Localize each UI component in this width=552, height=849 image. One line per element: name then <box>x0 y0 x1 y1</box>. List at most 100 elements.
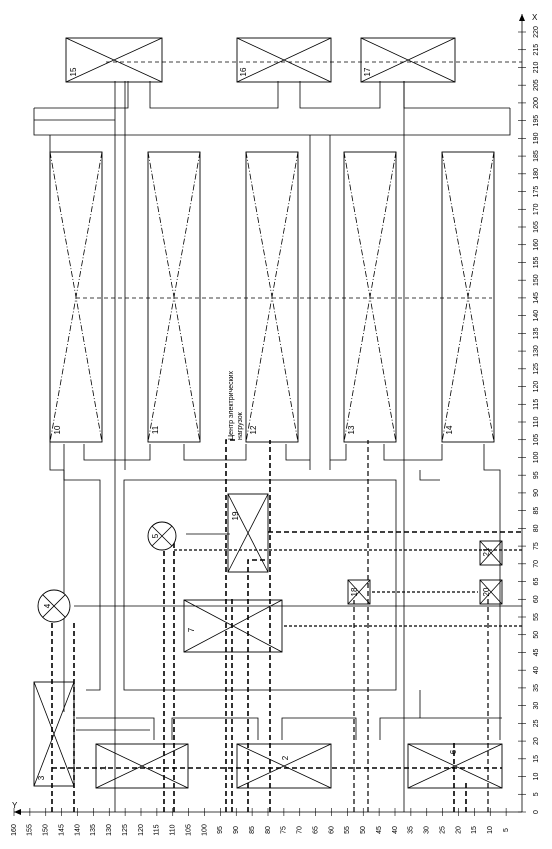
x-tick-label: 70 <box>533 560 540 568</box>
x-tick-label: 200 <box>533 97 540 109</box>
equipment-cross <box>33 681 75 787</box>
equipment-frame <box>479 579 503 605</box>
equipment-14: 14 <box>441 151 495 443</box>
equipment-2: 2 <box>236 743 332 789</box>
load-center-note-line1: Центр электрических <box>228 370 235 440</box>
equipment-5: 5 <box>147 521 177 551</box>
x-tick-label: 80 <box>533 524 540 532</box>
y-tick-label: 105 <box>185 824 192 836</box>
equipment-13: 13 <box>343 151 397 443</box>
equipment-cross <box>227 493 269 573</box>
equipment-frame <box>245 151 299 443</box>
x-tick-label: 120 <box>533 381 540 393</box>
x-tick-label: 175 <box>533 186 540 198</box>
x-tick-label: 195 <box>533 115 540 127</box>
axis-layer: XY05101520253035404550556065707580859095… <box>11 13 540 836</box>
y-tick-label: 35 <box>408 826 415 834</box>
x-tick-label: 105 <box>533 434 540 446</box>
x-tick-label: 35 <box>533 684 540 692</box>
equipment-17: 17 <box>360 37 456 83</box>
y-tick-label: 40 <box>392 826 399 834</box>
equipment-frame <box>33 681 75 787</box>
feeder <box>383 444 443 461</box>
cable-19 <box>247 559 268 812</box>
y-tick-label: 155 <box>27 824 34 836</box>
feeder <box>183 444 247 461</box>
x-tick-label: 145 <box>533 292 540 304</box>
x-axis-name: X <box>532 13 538 22</box>
feeder <box>83 444 151 461</box>
equipment-15: 15 <box>65 37 163 83</box>
x-tick-label: 40 <box>533 666 540 674</box>
y-tick-label: 75 <box>281 826 288 834</box>
y-tick-label: 10 <box>487 826 494 834</box>
equipment-cross <box>479 540 503 566</box>
equipment-frame <box>441 151 495 443</box>
equipment-cross <box>95 743 189 789</box>
x-tick-label: 170 <box>533 203 540 215</box>
equipment-20: 20 <box>479 579 503 605</box>
y-tick-label: 115 <box>154 824 161 835</box>
feeder <box>330 444 347 461</box>
equipment-number: 19 <box>231 511 240 520</box>
y-tick-label: 95 <box>217 826 224 834</box>
x-tick-label: 100 <box>533 452 540 464</box>
equipment-cross <box>441 151 495 443</box>
x-tick-label: 150 <box>533 274 540 286</box>
equipment-cross <box>147 151 201 443</box>
y-tick-label: 120 <box>138 824 145 836</box>
equipment-number: 18 <box>350 587 359 596</box>
y-tick-label: 15 <box>471 826 478 834</box>
x-tick-label: 135 <box>533 327 540 339</box>
y-tick-label: 25 <box>439 826 446 834</box>
equipment-number: 14 <box>445 425 454 434</box>
x-tick-label: 210 <box>533 62 540 74</box>
x-tick-label: 75 <box>533 542 540 550</box>
x-tick-label: 60 <box>533 595 540 603</box>
equipment-16: 16 <box>236 37 332 83</box>
bus-link <box>299 81 381 109</box>
feeder <box>171 717 259 740</box>
equipment-cross <box>407 743 503 789</box>
y-tick-label: 135 <box>90 824 97 836</box>
x-tick-label: 205 <box>533 79 540 91</box>
equipment-6: 6 <box>407 743 503 789</box>
equipment-number: 16 <box>239 67 248 76</box>
y-tick-label: 80 <box>265 826 272 834</box>
equipment-frame <box>95 743 189 789</box>
frame <box>49 135 64 471</box>
x-tick-label: 45 <box>533 648 540 656</box>
x-tick-label: 180 <box>533 168 540 180</box>
equipment-frame <box>343 151 397 443</box>
x-tick-label: 220 <box>533 26 540 38</box>
x-tick-label: 130 <box>533 345 540 357</box>
x-tick-label: 50 <box>533 631 540 639</box>
equipment-number: 21 <box>482 547 491 556</box>
x-tick-label: 190 <box>533 132 540 144</box>
equipment-frame <box>183 599 283 653</box>
equipment-number: 2 <box>281 755 290 760</box>
equipment-number: 6 <box>449 749 458 754</box>
feeder <box>483 444 501 740</box>
y-tick-label: 85 <box>249 826 256 834</box>
y-tick-label: 55 <box>344 826 351 834</box>
equipment-frame <box>65 37 163 83</box>
equipment-number: 15 <box>69 67 78 76</box>
equipment-cross <box>479 579 503 605</box>
y-tick-label: 70 <box>297 826 304 834</box>
x-tick-label: 30 <box>533 702 540 710</box>
bus-link <box>34 81 129 109</box>
equipment-7: 7 <box>183 599 283 653</box>
y-tick-label: 65 <box>312 826 319 834</box>
wiring-layer <box>33 61 522 812</box>
x-tick-label: 160 <box>533 239 540 251</box>
y-axis-name: Y <box>12 801 18 810</box>
bus-link <box>149 81 279 109</box>
equipment-18: 18 <box>347 579 371 605</box>
equipment-cross <box>245 151 299 443</box>
equipment-11: 11 <box>147 151 201 443</box>
x-tick-label: 65 <box>533 578 540 586</box>
equipment-number: 5 <box>151 533 160 538</box>
y-tick-label: 125 <box>122 824 129 836</box>
